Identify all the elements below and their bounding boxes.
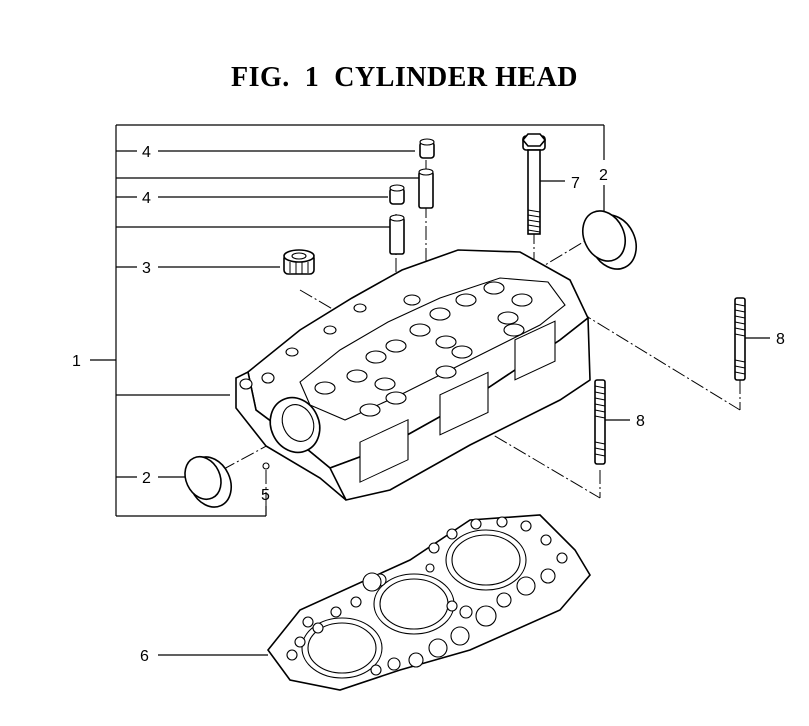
expansion-plug-bottom — [184, 456, 232, 508]
head-gasket — [266, 514, 591, 691]
cylinder-head — [235, 249, 591, 501]
callout-4-lower: 4 — [142, 190, 151, 207]
callout-3: 3 — [142, 260, 151, 277]
callout-8-mid: 8 — [636, 413, 645, 430]
callout-8-right: 8 — [776, 331, 785, 348]
gasket-holes — [286, 516, 568, 676]
callout-1: 1 — [72, 353, 81, 370]
valve-ports — [239, 281, 533, 417]
callout-2-top: 2 — [599, 167, 608, 184]
callout-2-bottom: 2 — [142, 470, 151, 487]
callout-4-upper: 4 — [142, 144, 151, 161]
expansion-plug-top — [582, 210, 637, 270]
stud-right — [734, 297, 746, 381]
bracket-frame — [90, 124, 770, 656]
valve-guide-upper — [418, 138, 435, 209]
callout-7: 7 — [571, 175, 580, 192]
valve-guide-lower — [389, 184, 405, 255]
callout-6: 6 — [140, 648, 149, 665]
stud-mid — [594, 379, 606, 465]
pin — [262, 462, 270, 470]
head-bolt — [521, 133, 547, 235]
figure-title: FIG. 1 CYLINDER HEAD — [230, 62, 579, 93]
threaded-plug — [283, 249, 315, 275]
